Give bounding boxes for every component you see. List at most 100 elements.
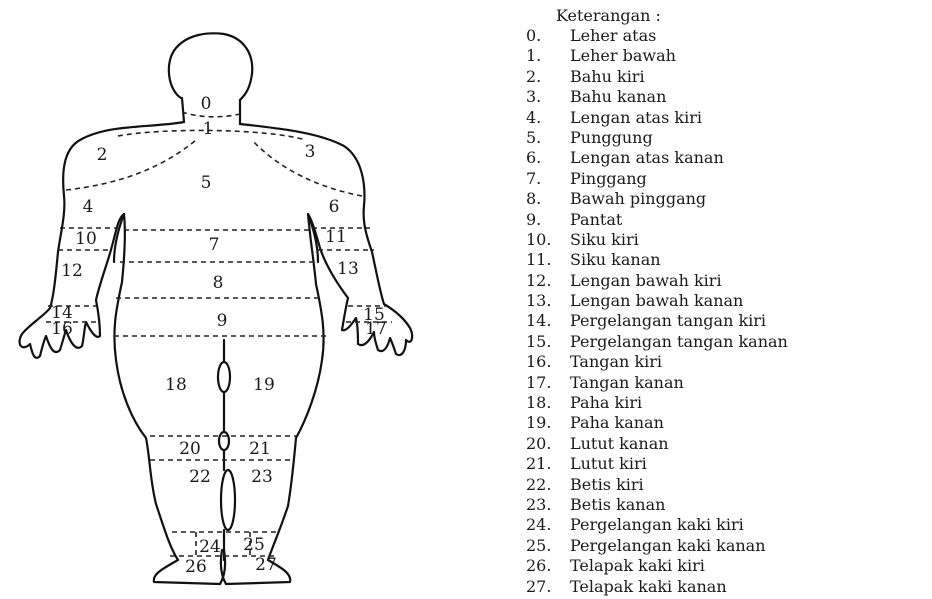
legend-item-label: Bahu kiri (570, 67, 645, 87)
legend-item-label: Pergelangan kaki kanan (570, 536, 766, 556)
legend-item-number: 18. (526, 393, 570, 413)
region-number-25: 25 (243, 535, 265, 555)
legend-item-label: Lengan atas kanan (570, 148, 724, 168)
legend-item-label: Leher bawah (570, 46, 676, 66)
legend-item-label: Lengan bawah kanan (570, 291, 743, 311)
region-number-8: 8 (213, 273, 224, 293)
legend-item-label: Pergelangan kaki kiri (570, 515, 744, 535)
left-side-outline (20, 122, 226, 584)
legend-item-label: Bahu kanan (570, 87, 666, 107)
inner-thigh-gap (218, 362, 230, 392)
legend-item: 1.Leher bawah (526, 46, 930, 66)
legend-item: 15.Pergelangan tangan kanan (526, 332, 930, 352)
region-number-9: 9 (217, 311, 228, 331)
legend-item-label: Pergelangan tangan kiri (570, 311, 766, 331)
legend-item-label: Lutut kanan (570, 434, 669, 454)
legend-item-number: 1. (526, 46, 570, 66)
region-number-22: 22 (189, 467, 211, 487)
region-number-17: 17 (365, 319, 387, 339)
region-number-3: 3 (305, 142, 316, 162)
legend-item-label: Pergelangan tangan kanan (570, 332, 788, 352)
legend-item-label: Lengan atas kiri (570, 108, 702, 128)
legend-item: 21.Lutut kiri (526, 454, 930, 474)
legend-item: 12.Lengan bawah kiri (526, 271, 930, 291)
region-number-18: 18 (165, 375, 187, 395)
legend-item: 14.Pergelangan tangan kiri (526, 311, 930, 331)
legend-item-number: 12. (526, 271, 570, 291)
inner-knee-gap (219, 432, 229, 450)
region-number-12: 12 (61, 261, 83, 281)
region-number-1: 1 (203, 119, 214, 139)
left-shoulder-line (66, 140, 196, 190)
legend-item: 8.Bawah pinggang (526, 189, 930, 209)
legend-item-label: Lengan bawah kiri (570, 271, 722, 291)
legend-item-label: Siku kanan (570, 250, 661, 270)
legend-item: 13.Lengan bawah kanan (526, 291, 930, 311)
region-number-11: 11 (325, 227, 347, 247)
legend-item: 4.Lengan atas kiri (526, 108, 930, 128)
legend-item-number: 24. (526, 515, 570, 535)
legend-item-number: 4. (526, 108, 570, 128)
legend-item-label: Betis kanan (570, 495, 665, 515)
inner-calf-gap (221, 470, 235, 530)
legend-item-number: 23. (526, 495, 570, 515)
region-number-4: 4 (83, 197, 94, 217)
legend-item: 0.Leher atas (526, 26, 930, 46)
legend-item-number: 19. (526, 413, 570, 433)
legend-item: 25.Pergelangan kaki kanan (526, 536, 930, 556)
legend-item: 23.Betis kanan (526, 495, 930, 515)
legend-item: 24.Pergelangan kaki kiri (526, 515, 930, 535)
legend-item-number: 6. (526, 148, 570, 168)
legend-item-label: Pinggang (570, 169, 647, 189)
legend-item-label: Tangan kiri (570, 352, 662, 372)
legend-item: 9.Pantat (526, 210, 930, 230)
legend-item-number: 17. (526, 373, 570, 393)
right-side-outline (221, 124, 412, 584)
legend-item-number: 25. (526, 536, 570, 556)
legend-item-number: 22. (526, 475, 570, 495)
legend-item-number: 7. (526, 169, 570, 189)
region-number-24: 24 (199, 537, 221, 557)
legend-item-label: Betis kiri (570, 475, 644, 495)
head-outline (169, 33, 252, 100)
legend-item-number: 26. (526, 556, 570, 576)
legend-item-label: Lutut kiri (570, 454, 647, 474)
legend-item-number: 21. (526, 454, 570, 474)
legend-item-label: Telapak kaki kiri (570, 556, 705, 576)
legend-item: 16.Tangan kiri (526, 352, 930, 372)
region-number-13: 13 (337, 259, 359, 279)
legend-item: 2.Bahu kiri (526, 67, 930, 87)
legend-item: 27.Telapak kaki kanan (526, 577, 930, 597)
region-number-21: 21 (249, 439, 271, 459)
legend-item-number: 10. (526, 230, 570, 250)
legend-item-number: 20. (526, 434, 570, 454)
legend-item-number: 13. (526, 291, 570, 311)
legend-item-label: Paha kanan (570, 413, 664, 433)
legend-item-number: 16. (526, 352, 570, 372)
legend-item-number: 3. (526, 87, 570, 107)
region-number-0: 0 (201, 94, 212, 114)
legend-item-number: 5. (526, 128, 570, 148)
legend-item-number: 15. (526, 332, 570, 352)
region-number-23: 23 (251, 467, 273, 487)
legend-item-number: 2. (526, 67, 570, 87)
region-number-5: 5 (201, 173, 212, 193)
legend-item-number: 14. (526, 311, 570, 331)
legend-item: 17.Tangan kanan (526, 373, 930, 393)
legend-item-number: 0. (526, 26, 570, 46)
legend-item-label: Pantat (570, 210, 622, 230)
legend-item-label: Punggung (570, 128, 653, 148)
legend-item: 22.Betis kiri (526, 475, 930, 495)
region-number-16: 16 (51, 319, 73, 339)
legend-item: 10.Siku kiri (526, 230, 930, 250)
region-number-26: 26 (185, 557, 207, 577)
region-number-7: 7 (209, 235, 220, 255)
legend-item-number: 27. (526, 577, 570, 597)
legend-item-label: Leher atas (570, 26, 656, 46)
region-number-19: 19 (253, 375, 275, 395)
legend-item: 26.Telapak kaki kiri (526, 556, 930, 576)
